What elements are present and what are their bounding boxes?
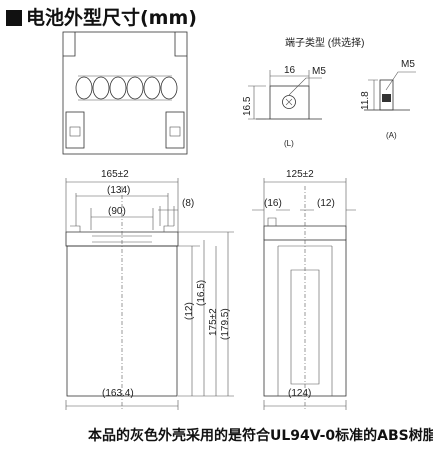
front-base-width-dim xyxy=(65,400,179,410)
terminal-A-height-dim xyxy=(368,79,378,111)
terminal-A-thread-leader xyxy=(385,71,416,91)
side-right-offset-label: (12) xyxy=(317,198,335,209)
title-text: 电池外型尺寸(mm) xyxy=(26,7,197,29)
vent-caps xyxy=(75,76,178,100)
vent-cap xyxy=(75,76,93,100)
vent-cap xyxy=(126,76,144,100)
terminal-section-label: 端子类型 (供选择) xyxy=(285,36,364,49)
top-view-vent-rail xyxy=(78,75,172,101)
side-base-width-label: (124) xyxy=(288,388,311,399)
front-center-span-dim xyxy=(90,208,154,230)
terminal-L-diagram: 16 M5 16.5 (L) xyxy=(242,65,326,148)
front-overall-width-dim xyxy=(65,178,179,232)
top-view-corner-right xyxy=(174,32,187,57)
side-view-label-recess xyxy=(290,269,320,385)
front-height-12-label: (12) xyxy=(184,302,195,320)
front-view-terminals xyxy=(70,225,174,232)
terminal-L-bolt-hole xyxy=(282,95,296,109)
side-overall-width-dim xyxy=(263,178,347,226)
terminal-L-height-label: 16.5 xyxy=(242,96,253,116)
title-bullet-icon xyxy=(6,10,22,26)
side-view: 125±2 (16) (12) (124) xyxy=(252,169,356,410)
material-footnote: 本品的灰色外壳采用的是符合UL94V-0标准的ABS树脂 xyxy=(88,428,433,444)
terminal-L-thread-leader xyxy=(288,77,322,96)
top-view-corner-left xyxy=(63,32,76,57)
terminal-A-thread-label: M5 xyxy=(401,59,415,70)
terminal-L-height-dim xyxy=(248,85,266,120)
terminal-L-plate xyxy=(269,85,310,120)
front-inner-width-label: (134) xyxy=(107,185,130,196)
top-view-outline xyxy=(62,31,188,155)
vent-cap xyxy=(160,76,178,100)
front-overall-width-label: 165±2 xyxy=(101,169,129,180)
terminal-A-bolt xyxy=(382,94,391,102)
vent-cap xyxy=(92,76,110,100)
terminal-L-thread-label: M5 xyxy=(312,66,326,77)
terminal-A-diagram: M5 11.8 (A) xyxy=(360,59,416,140)
terminal-L-bolt-cross xyxy=(285,98,293,106)
front-height-total-label: 175±2 xyxy=(208,308,219,336)
side-view-terminal xyxy=(267,217,277,226)
front-inner-width-dim xyxy=(75,193,169,226)
front-height-16-5-label: (16.5) xyxy=(196,280,207,306)
front-terminal-offset-label: (8) xyxy=(182,198,194,209)
vent-cap xyxy=(143,76,161,100)
front-height-total-nom-label: (179.5) xyxy=(220,308,231,340)
front-height-extension-lines xyxy=(178,231,234,397)
side-overall-width-label: 125±2 xyxy=(286,169,314,180)
terminal-left-top xyxy=(65,111,85,149)
terminal-L-width-label: 16 xyxy=(284,65,296,76)
terminal-right-bolt xyxy=(169,126,181,137)
terminal-left-bolt xyxy=(69,126,81,137)
terminal-A-height-label: 11.8 xyxy=(360,91,371,110)
vent-cap xyxy=(109,76,127,100)
front-center-span-label: (90) xyxy=(108,206,126,217)
page-title: 电池外型尺寸(mm) xyxy=(6,3,197,30)
terminal-right-top xyxy=(165,111,185,149)
terminal-A-code: (A) xyxy=(386,131,397,140)
top-view xyxy=(62,31,188,155)
side-base-width-dim xyxy=(263,400,347,410)
terminal-L-code: (L) xyxy=(284,139,294,148)
side-left-offset-label: (16) xyxy=(264,198,282,209)
front-terminal-offset-dim xyxy=(158,206,178,226)
front-base-width-label: (163.4) xyxy=(102,388,134,399)
front-view: 165±2 (134) (90) (8) (163.4) (12) (16.5)… xyxy=(65,169,234,410)
